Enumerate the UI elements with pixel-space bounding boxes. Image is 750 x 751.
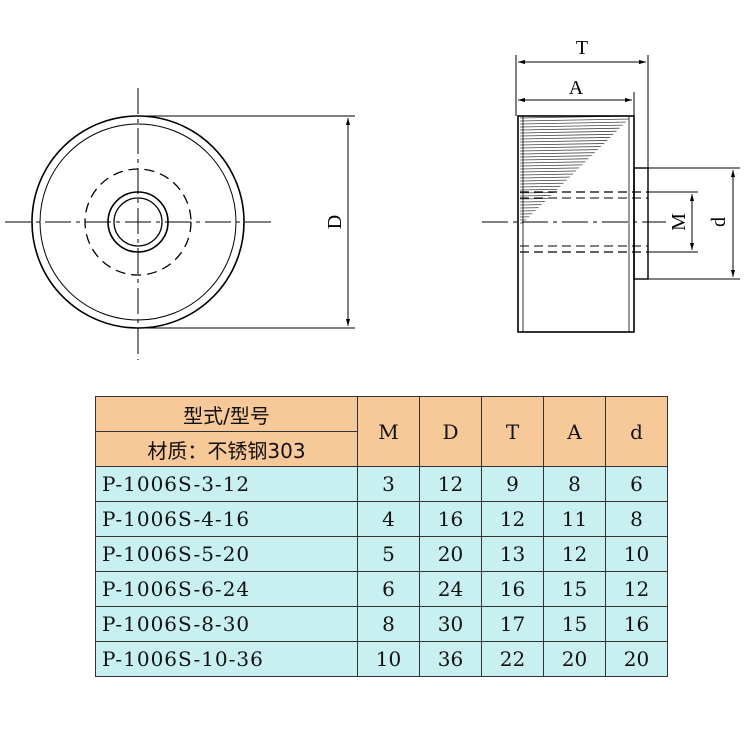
row-value-m: 6 — [357, 571, 420, 607]
header-row-2: 材质：不锈钢303 — [95, 431, 668, 467]
row-value-d: 36 — [419, 641, 482, 677]
row-value-d: 24 — [419, 571, 482, 607]
row-value-a: 8 — [543, 466, 606, 502]
bore-inner-circle — [113, 197, 163, 247]
a-dimension-label: A — [569, 77, 584, 99]
spec-table: 型式/型号 M D T A d 材质：不锈钢303 P-1006S-3-12 3… — [95, 396, 668, 677]
m-dimension-label: M — [668, 213, 690, 231]
row-value-t: 16 — [481, 571, 544, 607]
column-header-m: M — [357, 396, 420, 467]
row-value-d: 16 — [419, 501, 482, 537]
column-header-d: D — [419, 396, 482, 467]
row-value-d: 20 — [419, 536, 482, 572]
thread-hatching — [520, 116, 632, 224]
body-outline — [517, 115, 635, 333]
column-header-a: A — [543, 396, 606, 467]
technical-drawing: D — [5, 37, 740, 360]
row-value-t: 13 — [481, 536, 544, 572]
model-header: 型式/型号 — [95, 396, 358, 432]
row-model: P-1006S-3-12 — [95, 466, 358, 502]
column-header-t: T — [481, 396, 544, 467]
column-header-small-d: d — [605, 396, 668, 467]
table-row: P-1006S-4-16 4 16 12 11 8 — [95, 501, 668, 537]
t-dimension-label: T — [576, 37, 588, 59]
small-d-dimension-label: d — [708, 217, 730, 227]
row-model: P-1006S-5-20 — [95, 536, 358, 572]
row-value-a: 12 — [543, 536, 606, 572]
row-model: P-1006S-6-24 — [95, 571, 358, 607]
row-value-a: 11 — [543, 501, 606, 537]
table-row: P-1006S-6-24 6 24 16 15 12 — [95, 571, 668, 607]
row-value-small-d: 12 — [605, 571, 668, 607]
row-value-d: 12 — [419, 466, 482, 502]
header-row-1: 型式/型号 M D T A d — [95, 396, 668, 467]
row-value-t: 22 — [481, 641, 544, 677]
front-view: D — [5, 88, 355, 360]
row-value-d: 30 — [419, 606, 482, 642]
row-value-m: 4 — [357, 501, 420, 537]
row-value-m: 8 — [357, 606, 420, 642]
material-header: 材质：不锈钢303 — [95, 431, 358, 467]
side-view: T A M d — [482, 37, 740, 333]
d-dimension-label: D — [324, 215, 346, 229]
row-value-m: 10 — [357, 641, 420, 677]
table-row: P-1006S-3-12 3 12 9 8 6 — [95, 466, 668, 502]
boss-outline — [633, 167, 649, 280]
row-value-a: 20 — [543, 641, 606, 677]
row-value-small-d: 6 — [605, 466, 668, 502]
row-model: P-1006S-10-36 — [95, 641, 358, 677]
row-value-t: 9 — [481, 466, 544, 502]
row-value-small-d: 10 — [605, 536, 668, 572]
row-value-small-d: 8 — [605, 501, 668, 537]
row-model: P-1006S-4-16 — [95, 501, 358, 537]
table-row: P-1006S-10-36 10 36 22 20 20 — [95, 641, 668, 677]
row-value-m: 5 — [357, 536, 420, 572]
row-value-a: 15 — [543, 606, 606, 642]
row-value-small-d: 16 — [605, 606, 668, 642]
row-model: P-1006S-8-30 — [95, 606, 358, 642]
row-value-t: 17 — [481, 606, 544, 642]
row-value-small-d: 20 — [605, 641, 668, 677]
row-value-a: 15 — [543, 571, 606, 607]
row-value-m: 3 — [357, 466, 420, 502]
row-value-t: 12 — [481, 501, 544, 537]
table-row: P-1006S-8-30 8 30 17 15 16 — [95, 606, 668, 642]
table-row: P-1006S-5-20 5 20 13 12 10 — [95, 536, 668, 572]
